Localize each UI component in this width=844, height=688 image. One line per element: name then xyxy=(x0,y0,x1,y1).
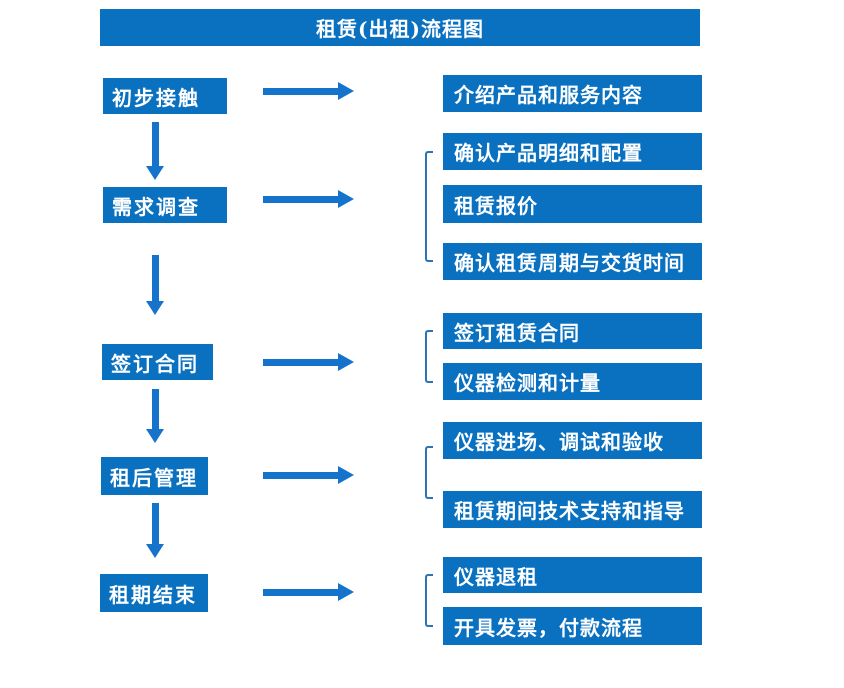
detail-instrument-setup-acceptance: 仪器进场、调试和验收 xyxy=(443,422,702,459)
bracket-connector xyxy=(425,574,433,627)
step-post-rental-management: 租后管理 xyxy=(101,457,208,495)
page-title: 租赁(出租)流程图 xyxy=(316,17,484,41)
detail-confirm-product-config: 确认产品明细和配置 xyxy=(443,133,702,170)
step-rental-end: 租期结束 xyxy=(100,574,208,612)
down-arrow-icon xyxy=(146,122,165,180)
title-bar: 租赁(出租)流程图 xyxy=(100,9,700,46)
detail-introduce-products: 介绍产品和服务内容 xyxy=(443,75,702,112)
step-sign-contract: 签订合同 xyxy=(102,344,213,380)
detail-technical-support: 租赁期间技术支持和指导 xyxy=(443,491,702,528)
down-arrow-icon xyxy=(146,389,165,443)
detail-confirm-rental-period: 确认租赁周期与交货时间 xyxy=(443,243,702,280)
bracket-connector xyxy=(425,151,433,262)
right-arrow-icon xyxy=(263,466,354,484)
right-arrow-icon xyxy=(263,353,354,371)
step-initial-contact: 初步接触 xyxy=(103,78,227,114)
down-arrow-icon xyxy=(146,503,165,558)
detail-rental-quote: 租赁报价 xyxy=(443,185,702,223)
step-demand-survey: 需求调查 xyxy=(103,187,227,223)
detail-sign-rental-contract: 签订租赁合同 xyxy=(443,313,702,349)
bracket-connector xyxy=(425,446,433,499)
down-arrow-icon xyxy=(146,255,165,315)
bracket-connector xyxy=(425,330,433,383)
right-arrow-icon xyxy=(263,82,354,100)
detail-invoice-payment: 开具发票，付款流程 xyxy=(443,607,702,645)
right-arrow-icon xyxy=(263,190,354,208)
detail-instrument-inspection: 仪器检测和计量 xyxy=(443,363,702,400)
right-arrow-icon xyxy=(263,583,354,601)
detail-instrument-return: 仪器退租 xyxy=(443,557,702,593)
